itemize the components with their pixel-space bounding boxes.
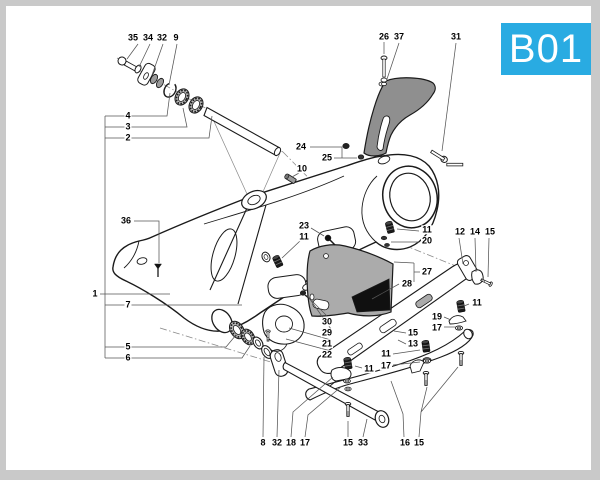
page-code-badge: B01 xyxy=(501,23,591,75)
part-label-13: 13 xyxy=(406,338,420,349)
upper-chain-guard xyxy=(363,77,436,157)
part-label-15: 15 xyxy=(483,226,497,237)
part-label-8: 8 xyxy=(259,437,267,448)
linkage-bracket xyxy=(262,303,305,352)
part-label-34: 34 xyxy=(141,32,155,43)
part-label-17: 17 xyxy=(379,360,393,371)
part-label-4: 4 xyxy=(124,110,132,121)
part-label-19: 19 xyxy=(430,311,444,322)
part-label-37: 37 xyxy=(392,31,406,42)
frame-edge-top xyxy=(0,0,600,6)
part-label-27: 27 xyxy=(420,266,434,277)
part-label-32: 32 xyxy=(155,32,169,43)
part-label-10: 10 xyxy=(295,163,309,174)
torque-rod xyxy=(282,361,390,428)
part-label-33: 33 xyxy=(356,437,370,448)
part-label-26: 26 xyxy=(377,31,391,42)
part-label-6: 6 xyxy=(124,352,132,363)
part-label-15: 15 xyxy=(341,437,355,448)
part-label-21: 21 xyxy=(320,338,334,349)
part-label-18: 18 xyxy=(284,437,298,448)
part-label-36: 36 xyxy=(119,215,133,226)
part-label-24: 24 xyxy=(294,141,308,152)
part-label-16: 16 xyxy=(398,437,412,448)
part-label-15: 15 xyxy=(406,327,420,338)
part-label-32: 32 xyxy=(270,437,284,448)
part-label-22: 22 xyxy=(320,349,334,360)
part-label-15: 15 xyxy=(412,437,426,448)
part-label-11: 11 xyxy=(380,348,392,359)
part-label-25: 25 xyxy=(320,152,334,163)
leader-lines xyxy=(100,42,490,438)
part-label-12: 12 xyxy=(453,226,467,237)
small-parts xyxy=(154,55,467,417)
part-label-11: 11 xyxy=(363,363,375,374)
part-label-31: 31 xyxy=(449,31,463,42)
frame-edge-right xyxy=(591,0,600,480)
part-label-7: 7 xyxy=(124,299,132,310)
frame-edge-left xyxy=(0,0,6,480)
part-label-17: 17 xyxy=(298,437,312,448)
part-label-20: 20 xyxy=(420,235,434,246)
part-label-35: 35 xyxy=(126,32,140,43)
part-label-29: 29 xyxy=(320,327,334,338)
part-label-28: 28 xyxy=(400,278,414,289)
projection-lines xyxy=(211,116,281,195)
part-label-3: 3 xyxy=(124,121,132,132)
lower-pivot-bearings xyxy=(211,308,289,377)
part-label-11: 11 xyxy=(471,297,483,308)
slider-black-insert xyxy=(351,278,391,313)
pivot-axle-assembly xyxy=(117,56,282,157)
part-label-11: 11 xyxy=(421,224,433,235)
part-label-9: 9 xyxy=(172,32,180,43)
frame-edge-bottom xyxy=(0,470,600,480)
part-label-23: 23 xyxy=(297,220,311,231)
part-label-2: 2 xyxy=(124,132,132,143)
part-label-5: 5 xyxy=(124,341,132,352)
part-label-17: 17 xyxy=(430,322,444,333)
part-label-30: 30 xyxy=(320,316,334,327)
part-label-14: 14 xyxy=(468,226,482,237)
part-label-1: 1 xyxy=(91,288,99,299)
chain-slider xyxy=(306,244,394,317)
part-label-11: 11 xyxy=(298,231,310,242)
